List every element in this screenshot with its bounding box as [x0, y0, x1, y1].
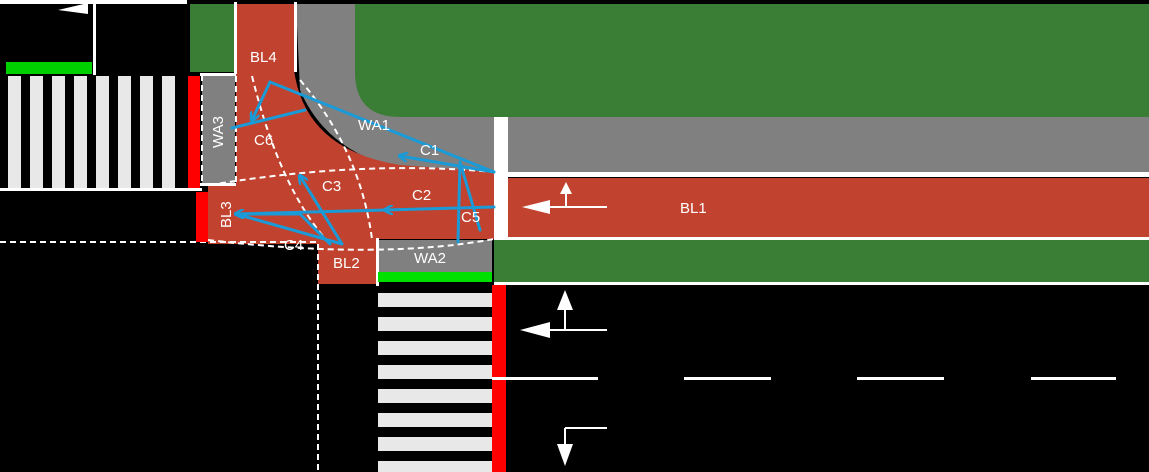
lane-edge [200, 73, 236, 76]
conflict-path-c2 [385, 207, 496, 210]
lane-divider [494, 117, 508, 239]
stop-signal-bar [188, 76, 200, 188]
label-c1: C1 [420, 142, 439, 159]
lane-arrow-left-through [520, 290, 607, 338]
label-c4: C4 [284, 237, 303, 254]
lane-edge [0, 188, 202, 191]
conflict-path-c4b [298, 212, 332, 246]
lane-edge [494, 237, 1149, 240]
label-c3: C3 [322, 178, 341, 195]
centerline-dashes [492, 377, 1116, 380]
go-signal-bar [6, 62, 92, 74]
grass-area [190, 4, 234, 72]
crosswalk-bottom [378, 293, 492, 472]
sidewalk-corner [296, 4, 494, 172]
frame-line [93, 0, 96, 75]
label-wa3: WA3 [210, 116, 227, 148]
sidewalk-wa3 [202, 75, 235, 185]
lane-edge [376, 238, 379, 286]
conflict-path-c5 [456, 160, 462, 244]
lane-edge [294, 2, 297, 72]
conflict-path-c6-arrow [252, 80, 272, 120]
grass-area [355, 4, 1149, 117]
go-signal-bar [378, 272, 492, 282]
conflict-path-c3 [300, 176, 344, 246]
label-c5: C5 [461, 209, 480, 226]
lane-edge [494, 282, 1149, 285]
stop-signal-bar [196, 192, 208, 242]
lane-edge [234, 2, 237, 74]
conflict-paths [230, 80, 496, 246]
conflict-path-c1-return [400, 156, 496, 174]
label-c6: C6 [254, 132, 273, 149]
sidewalk [508, 117, 1149, 172]
conflict-path-c6 [230, 108, 307, 130]
lane-arrow-right-turn [557, 427, 607, 466]
crosswalk-left [8, 76, 175, 188]
label-bl4: BL4 [250, 49, 277, 66]
lane-edge [200, 183, 236, 186]
lane-edge [508, 172, 1149, 177]
label-bl1: BL1 [680, 200, 707, 217]
lane-arrow-partial [58, 3, 88, 14]
bike-lane-bl1 [508, 178, 1149, 237]
lane-arrow-bike [522, 182, 607, 214]
sidewalk-wa2 [378, 240, 492, 272]
label-wa2: WA2 [414, 250, 446, 267]
grass-area [494, 239, 1149, 282]
label-wa1: WA1 [358, 117, 390, 134]
conflict-path-c5b [458, 160, 482, 232]
conflict-path-c1 [268, 80, 496, 174]
label-c2: C2 [412, 187, 431, 204]
label-bl3: BL3 [218, 201, 235, 228]
label-bl2: BL2 [333, 255, 360, 272]
